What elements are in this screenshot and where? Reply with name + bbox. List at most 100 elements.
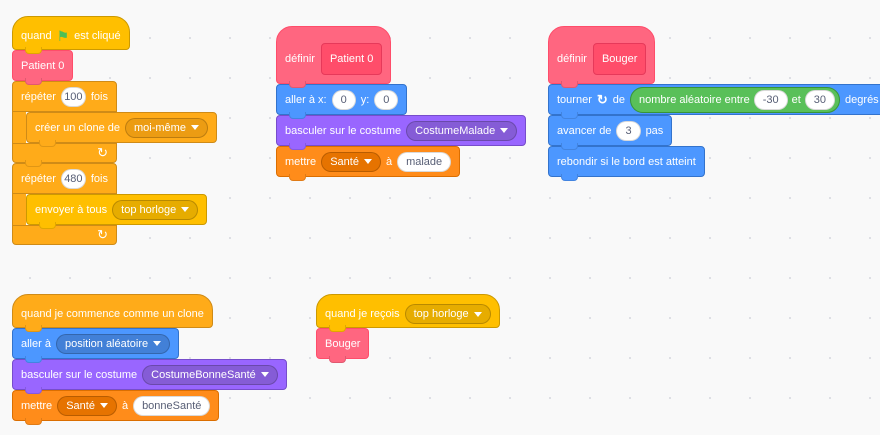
broadcast-label: envoyer à tous: [35, 203, 108, 216]
script-define-patient0[interactable]: définir Patient 0 aller à x: 0 y: 0 basc…: [276, 26, 527, 181]
green-flag-icon: ⚑: [56, 27, 70, 44]
set-value-input[interactable]: bonneSanté: [133, 395, 211, 416]
when-flag-clicked-block[interactable]: quand ⚑ est cliqué: [12, 16, 130, 54]
hat-clicked-label: est cliqué: [74, 30, 121, 42]
repeat-480-header[interactable]: répéter 480 fois: [12, 163, 117, 194]
repeat-480-footer: ↻: [12, 225, 117, 245]
costume-dropdown[interactable]: CostumeBonneSanté: [142, 364, 278, 385]
goto-x-label: aller à x:: [285, 93, 327, 106]
goto-target-dropdown[interactable]: position aléatoire: [55, 333, 171, 354]
repeat-times-label: fois: [90, 90, 108, 103]
repeat-100-header[interactable]: répéter 100 fois: [12, 81, 117, 112]
switch-costume-label: basculer sur le costume: [285, 124, 402, 137]
repeat-label: répéter: [21, 172, 56, 185]
set-variable-block[interactable]: mettre Santé à bonneSanté: [12, 390, 220, 425]
set-value-input[interactable]: malade: [397, 151, 452, 172]
rotate-right-icon: ↻: [596, 91, 608, 107]
procedure-prototype[interactable]: Patient 0: [320, 43, 383, 75]
procedure-name: Bouger: [601, 53, 638, 65]
turn-of-label: de: [612, 93, 626, 106]
broadcast-block[interactable]: envoyer à tous top horloge: [26, 194, 208, 229]
chevron-down-icon: [260, 372, 269, 377]
create-clone-block[interactable]: créer un clone de moi-même: [26, 112, 217, 147]
repeat-times-label: fois: [90, 172, 108, 185]
clone-hat-label: quand je commence comme un clone: [21, 308, 204, 320]
variable-dropdown[interactable]: Santé: [321, 151, 381, 172]
define-label: définir: [557, 53, 587, 65]
move-steps-block[interactable]: avancer de 3 pas: [548, 115, 673, 150]
goto-y-input[interactable]: 0: [374, 89, 399, 110]
chevron-down-icon: [99, 403, 108, 408]
move-unit-label: pas: [645, 124, 664, 137]
repeat-100-block[interactable]: répéter 100 fois créer un clone de moi-m…: [12, 81, 217, 167]
script-define-bouger[interactable]: définir Bouger tourner ↻ de nombre aléat…: [548, 26, 880, 181]
turn-unit-label: degrés: [845, 93, 879, 106]
move-label: avancer de: [557, 124, 612, 137]
call-bouger-block[interactable]: Bouger: [316, 328, 370, 363]
set-to-label: à: [121, 399, 129, 412]
call-patient0-block[interactable]: Patient 0: [12, 50, 74, 85]
define-label: définir: [285, 53, 315, 65]
variable-value: Santé: [330, 155, 359, 168]
call-patient0-label: Patient 0: [21, 59, 65, 72]
random-operator-block[interactable]: nombre aléatoire entre -30 et 30: [630, 86, 841, 113]
chevron-down-icon: [500, 128, 509, 133]
bounce-label: rebondir si le bord est atteint: [557, 155, 696, 168]
set-variable-block[interactable]: mettre Santé à malade: [276, 146, 461, 181]
variable-dropdown[interactable]: Santé: [57, 395, 117, 416]
repeat-480-block[interactable]: répéter 480 fois envoyer à tous top horl…: [12, 163, 217, 245]
create-clone-label: créer un clone de: [35, 121, 120, 134]
random-from-input[interactable]: -30: [753, 89, 788, 110]
broadcast-message-dropdown[interactable]: top horloge: [112, 199, 199, 220]
clone-target-value: moi-même: [134, 121, 186, 134]
switch-costume-label: basculer sur le costume: [21, 368, 138, 381]
broadcast-message-value: top horloge: [121, 203, 177, 216]
repeat-count-input[interactable]: 100: [60, 86, 86, 107]
goto-target-value: position aléatoire: [64, 337, 149, 350]
set-label: mettre: [21, 399, 53, 412]
script-when-flag-clicked[interactable]: quand ⚑ est cliqué Patient 0 répéter 100…: [12, 16, 217, 245]
costume-dropdown[interactable]: CostumeMalade: [406, 120, 518, 141]
bounce-on-edge-block[interactable]: rebondir si le bord est atteint: [548, 146, 705, 181]
move-steps-input[interactable]: 3: [616, 120, 641, 141]
turn-block[interactable]: tourner ↻ de nombre aléatoire entre -30 …: [548, 84, 880, 119]
procedure-prototype[interactable]: Bouger: [592, 43, 647, 75]
goto-xy-block[interactable]: aller à x: 0 y: 0: [276, 84, 408, 119]
chevron-down-icon: [181, 207, 190, 212]
clone-target-dropdown[interactable]: moi-même: [125, 117, 208, 138]
loop-arrow-icon: ↻: [97, 227, 108, 242]
loop-arrow-icon: ↻: [97, 145, 108, 160]
define-patient0-block[interactable]: définir Patient 0: [276, 26, 392, 88]
goto-label: aller à: [21, 337, 51, 350]
repeat-label: répéter: [21, 90, 56, 103]
repeat-count-input[interactable]: 480: [60, 168, 86, 189]
switch-costume-block[interactable]: basculer sur le costume CostumeMalade: [276, 115, 527, 150]
repeat-100-footer: ↻: [12, 143, 117, 167]
random-label: nombre aléatoire entre: [639, 93, 750, 106]
goto-random-block[interactable]: aller à position aléatoire: [12, 328, 180, 363]
switch-costume-block[interactable]: basculer sur le costume CostumeBonneSant…: [12, 359, 287, 394]
random-and-label: et: [791, 93, 801, 106]
random-to-input[interactable]: 30: [804, 89, 836, 110]
chevron-down-icon: [363, 159, 372, 164]
c-block-arm: [12, 194, 26, 225]
goto-y-label: y:: [360, 93, 370, 106]
script-when-i-receive[interactable]: quand je reçois top horloge Bouger: [316, 294, 500, 363]
chevron-down-icon: [473, 311, 482, 317]
costume-value: CostumeMalade: [415, 124, 496, 137]
when-i-receive-block[interactable]: quand je reçois top horloge: [316, 294, 500, 332]
receive-hat-label: quand je reçois: [325, 308, 400, 320]
script-when-start-as-clone[interactable]: quand je commence comme un clone aller à…: [12, 294, 287, 425]
goto-x-input[interactable]: 0: [331, 89, 356, 110]
variable-value: Santé: [66, 399, 95, 412]
turn-label: tourner: [557, 93, 592, 106]
procedure-name: Patient 0: [329, 53, 374, 65]
chevron-down-icon: [153, 341, 162, 346]
define-bouger-block[interactable]: définir Bouger: [548, 26, 656, 88]
c-block-arm: [12, 112, 26, 143]
when-start-as-clone-block[interactable]: quand je commence comme un clone: [12, 294, 213, 332]
set-label: mettre: [285, 155, 317, 168]
hat-when-label: quand: [21, 30, 52, 42]
costume-value: CostumeBonneSanté: [151, 368, 256, 381]
receive-message-dropdown[interactable]: top horloge: [404, 304, 491, 324]
